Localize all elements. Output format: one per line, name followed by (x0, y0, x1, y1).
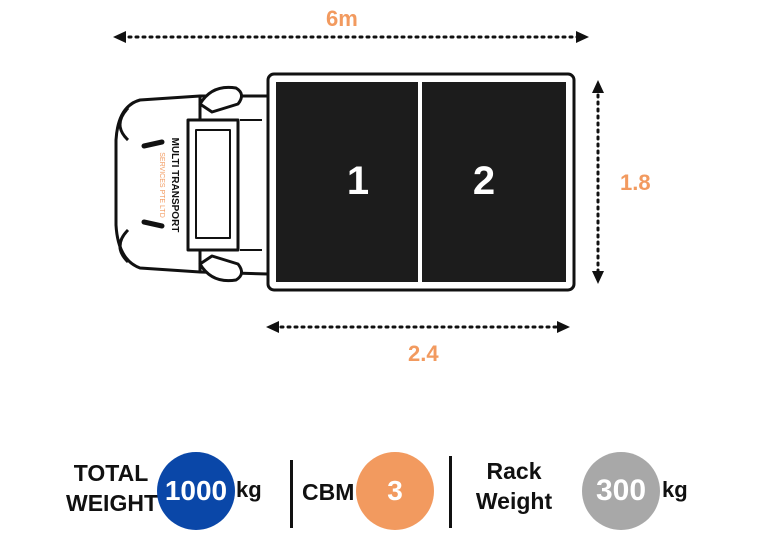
compartment-label-1: 1 (347, 159, 369, 203)
length-dimension-arrow (113, 31, 589, 43)
rack-weight-badge: 300 (582, 452, 660, 530)
total-weight-label: TOTAL WEIGHT (66, 458, 158, 518)
divider-1 (290, 460, 293, 528)
rack-weight-unit: kg (662, 477, 688, 502)
compartment-label-2: 2 (473, 159, 495, 203)
stats-bar: TOTAL WEIGHT 1000 kg CBM 3 Rack Weight 3… (0, 440, 768, 537)
total-weight-label-line1: TOTAL (73, 460, 149, 486)
rack-weight-label: Rack Weight (466, 456, 562, 516)
width-label: 1.8 (620, 170, 651, 195)
cbm-badge: 3 (356, 452, 434, 530)
total-weight-unit: kg (236, 477, 262, 502)
cab-brand-logo: MULTI TRANSPORT SERVICES PTE LTD (158, 138, 180, 233)
width-dimension-arrow (592, 80, 604, 284)
cargo-bed: 1 2 (266, 72, 576, 292)
rack-weight-label-line1: Rack (486, 458, 542, 484)
bed-length-label: 2.4 (408, 341, 439, 366)
length-label: 6m (326, 6, 358, 31)
brand-line1: MULTI TRANSPORT (169, 138, 180, 233)
compartment-1 (276, 82, 418, 282)
cbm-label: CBM (302, 479, 355, 505)
rack-weight-label-line2: Weight (475, 488, 553, 514)
total-weight-badge: 1000 (157, 452, 235, 530)
brand-line2: SERVICES PTE LTD (158, 152, 165, 217)
total-weight-label-line2: WEIGHT (66, 490, 158, 516)
truck-cab (114, 85, 270, 283)
compartment-2 (422, 82, 566, 282)
bed-length-dimension-arrow (266, 321, 570, 333)
truck-diagram: MULTI TRANSPORT SERVICES PTE LTD 1 2 (113, 31, 604, 333)
divider-2 (449, 456, 452, 528)
